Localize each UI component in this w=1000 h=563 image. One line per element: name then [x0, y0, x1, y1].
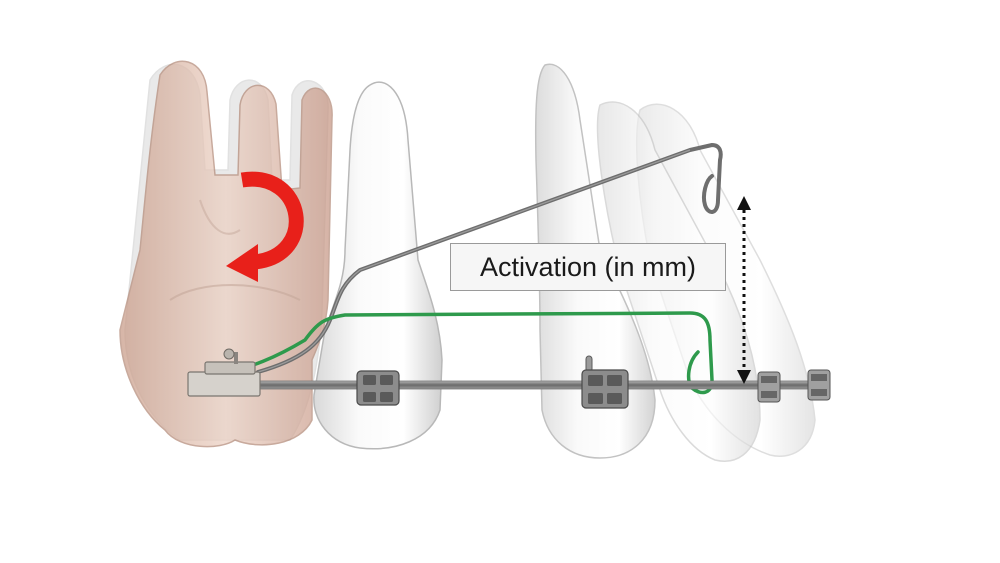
activation-label: Activation (in mm): [450, 243, 726, 291]
archwire: [187, 380, 829, 390]
incisor-bracket-2: [807, 369, 831, 401]
incisor-bracket-1: [757, 371, 781, 403]
molar-tooth: [119, 60, 333, 448]
premolar-bracket: [356, 370, 400, 406]
molar-tube: [187, 348, 261, 397]
double-headed-dotted-arrow-icon: [737, 196, 751, 384]
curved-rotation-arrow-icon: [226, 171, 304, 282]
canine-bracket: [581, 355, 629, 409]
